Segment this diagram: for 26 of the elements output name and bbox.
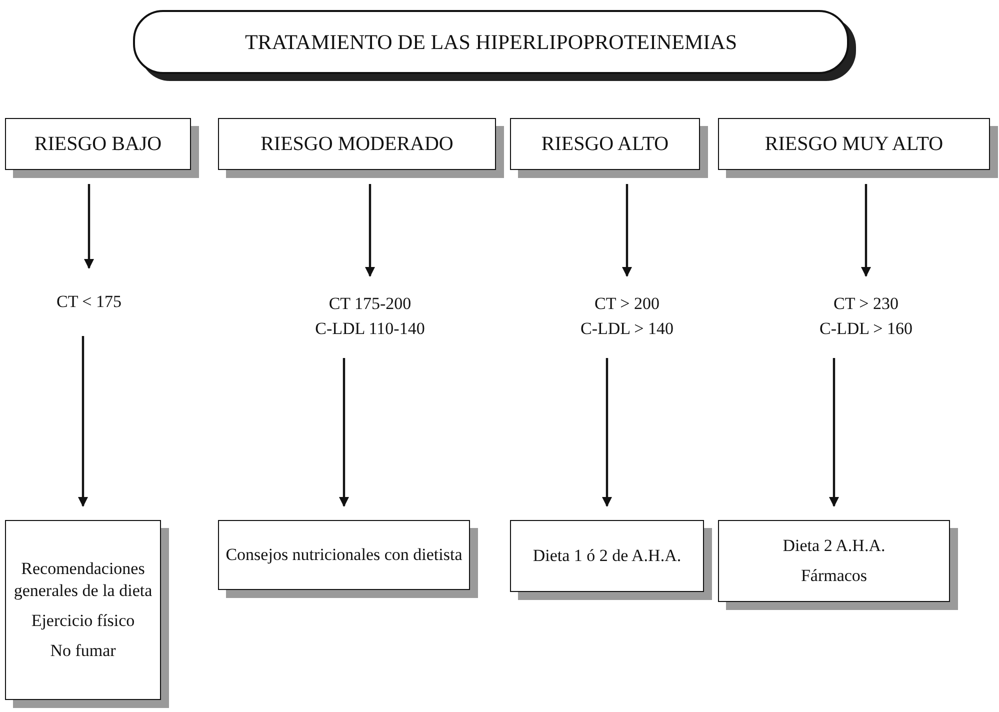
arrow bbox=[861, 184, 871, 277]
threshold-text: C-LDL 110-140 bbox=[315, 318, 425, 340]
threshold-text: CT > 230 bbox=[833, 293, 898, 316]
box-text: RIESGO MODERADO bbox=[260, 132, 454, 156]
box-text: Dieta 1 ó 2 de A.H.A. bbox=[532, 544, 682, 567]
box-text: RIESGO BAJO bbox=[34, 132, 162, 156]
threshold-text: C-LDL > 160 bbox=[819, 318, 912, 340]
threshold-text: CT < 175 bbox=[56, 290, 122, 313]
threshold-text: C-LDL > 140 bbox=[580, 318, 674, 340]
arrow bbox=[339, 358, 349, 507]
arrow bbox=[78, 336, 88, 507]
arrow bbox=[84, 184, 94, 269]
box-text: RIESGO ALTO bbox=[541, 132, 669, 156]
arrow bbox=[622, 184, 632, 277]
arrow bbox=[365, 184, 375, 277]
box-text: Fármacos bbox=[800, 565, 868, 587]
box-text: No fumar bbox=[50, 640, 116, 662]
arrow bbox=[829, 358, 839, 507]
box-text: Dieta 2 A.H.A. bbox=[782, 534, 886, 557]
box-text: Ejercicio físico bbox=[31, 610, 135, 632]
arrow bbox=[602, 358, 612, 507]
box-text: RIESGO MUY ALTO bbox=[764, 132, 944, 156]
box-text: Consejos nutricionales con dietista bbox=[226, 544, 462, 566]
threshold-text: CT > 200 bbox=[594, 293, 660, 316]
threshold-text: CT 175-200 bbox=[328, 293, 412, 316]
box-text: Recomendaciones generales de la dieta bbox=[12, 558, 154, 602]
